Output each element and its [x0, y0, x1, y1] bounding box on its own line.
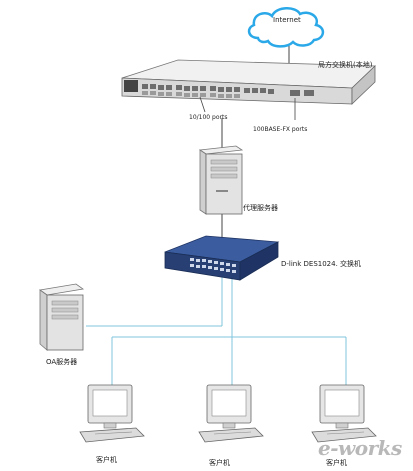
- desktop-computer-icon: [198, 384, 264, 443]
- cable-lines: [86, 276, 347, 385]
- rack-switch-icon: [121, 59, 376, 120]
- core-switch-port-label-right: 100BASE-FX ports: [253, 126, 308, 133]
- core-switch-port-label-left: 10/100 ports: [189, 114, 228, 121]
- client-label: 客户机: [209, 459, 230, 467]
- cloud-icon: [247, 7, 325, 48]
- desktop-computer-icon: [79, 384, 145, 443]
- tower-server-icon: [198, 145, 244, 215]
- client-label: 客户机: [326, 459, 347, 467]
- tower-server-icon: [38, 283, 85, 351]
- access-switch-label: D-link DES1024. 交换机: [281, 260, 362, 268]
- core-switch-label: 局方交换机(本地): [318, 61, 373, 69]
- proxy-server-label: 代理服务器: [243, 204, 278, 212]
- cloud-label: Internet: [273, 16, 301, 24]
- client-label: 客户机: [96, 456, 117, 464]
- oa-server-label: OA服务器: [46, 358, 78, 366]
- watermark-logo: e-works: [318, 436, 402, 460]
- desktop-switch-icon: [164, 235, 280, 281]
- desktop-computer-icon: [311, 384, 377, 443]
